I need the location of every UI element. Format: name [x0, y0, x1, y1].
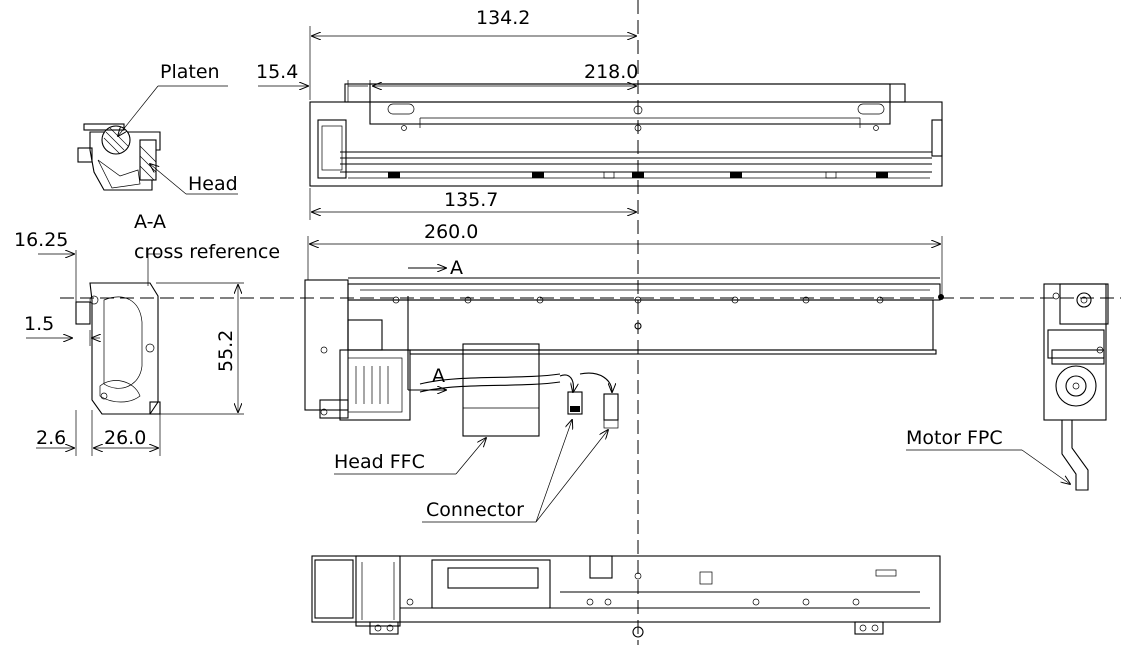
right-side-view [1043, 283, 1109, 491]
section-marker-top: A [450, 257, 463, 279]
label-head-ffc: Head FFC [334, 451, 425, 473]
label-cross-reference: cross reference [134, 241, 280, 263]
dimension-16-25: 16.25 [14, 229, 68, 251]
label-platen: Platen [160, 61, 220, 83]
dimension-260-0: 260.0 [424, 221, 478, 243]
dimension-lines [26, 26, 943, 456]
dimension-15-4: 15.4 [256, 61, 298, 83]
label-motor-fpc: Motor FPC [906, 427, 1003, 449]
label-head: Head [188, 173, 238, 195]
label-connector: Connector [426, 499, 524, 521]
dimension-135-7: 135.7 [444, 189, 498, 211]
dimension-55-2: 55.2 [215, 330, 237, 372]
bottom-view [311, 555, 941, 638]
dimension-134-2: 134.2 [476, 7, 530, 29]
top-view [309, 83, 943, 187]
label-section-aa: A-A [134, 211, 166, 233]
dimension-26-0: 26.0 [104, 427, 146, 449]
dimension-2-6: 2.6 [36, 427, 66, 449]
left-side-view [75, 282, 161, 415]
section-aa-view [77, 123, 161, 191]
section-marker-bottom: A [432, 365, 445, 387]
dimension-1-5: 1.5 [24, 313, 54, 335]
dimension-218-0: 218.0 [584, 61, 638, 83]
front-view: A A [304, 257, 944, 437]
leader-lines [118, 85, 1070, 523]
